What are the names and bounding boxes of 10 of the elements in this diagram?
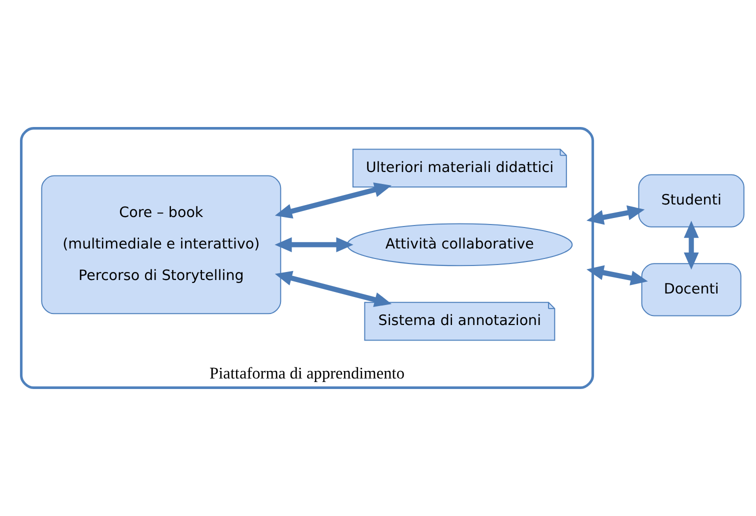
arrow <box>586 205 644 225</box>
arrow <box>683 220 698 270</box>
arrow <box>274 270 392 307</box>
node-ellipse: Attività collaborative <box>346 223 572 266</box>
arrow <box>274 237 353 252</box>
node-box: Core – book (multimediale e interattivo) Percorso di Storytelling <box>40 175 281 314</box>
node-box: Studenti <box>638 174 744 228</box>
arrow <box>586 265 648 286</box>
arrow <box>274 182 392 219</box>
node-box: Docenti <box>640 263 741 316</box>
